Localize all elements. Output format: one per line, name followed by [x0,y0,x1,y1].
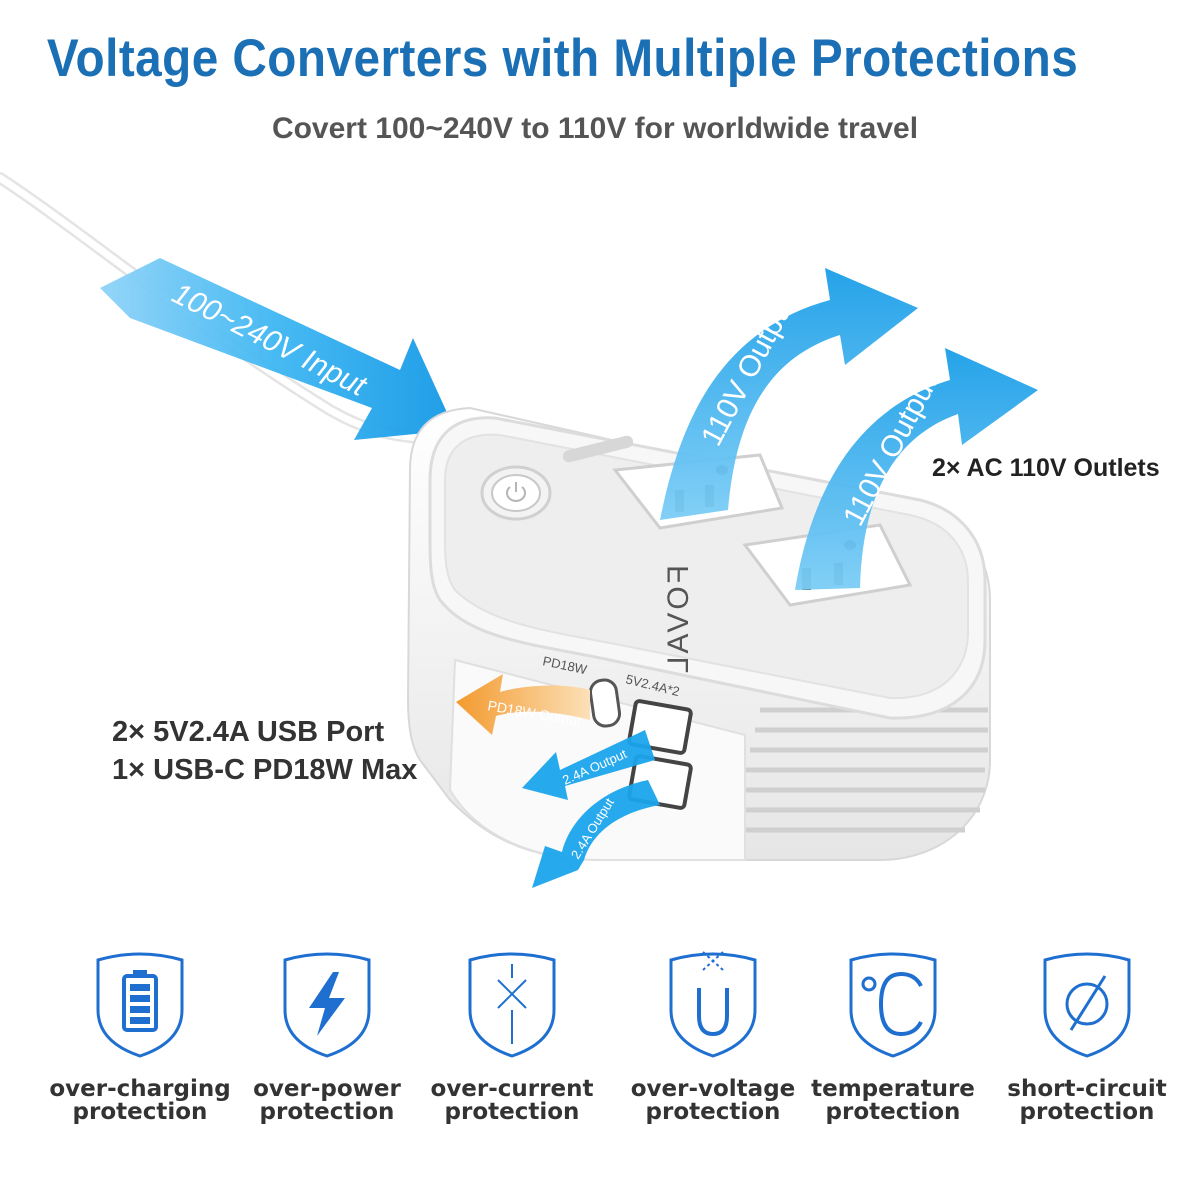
brand-logo: FOVAL [662,565,695,676]
lightning-icon [283,952,371,1058]
output-arrow-1-label: 110V Output [695,288,802,451]
magnet-icon [669,951,757,1058]
battery-icon [96,952,184,1058]
feature-temperature-line1: temperature [811,1076,975,1102]
celsius-icon [849,952,937,1058]
power-button [491,474,541,512]
usb-ports-callout: 2× 5V2.4A USB Port [112,716,385,748]
feature-over-current: over-current protection [412,950,612,1124]
feature-over-voltage-line1: over-voltage [630,1076,796,1102]
feature-over-power-line2: protection [259,1099,395,1125]
feature-temperature: temperature protection [793,950,993,1124]
short-circuit-icon [1043,952,1131,1058]
feature-over-current-line1: over-current [430,1076,594,1102]
feature-over-charging: over-charging protection [40,950,240,1124]
feature-over-current-line2: protection [444,1099,580,1125]
input-arrow: 100~240V Input [100,258,455,440]
ac-outlets-callout: 2× AC 110V Outlets [932,454,1160,482]
usbc-callout: 1× USB-C PD18W Max [112,754,418,786]
vent-ribs [745,707,988,833]
feature-over-charging-line1: over-charging [49,1076,231,1102]
feature-over-voltage: over-voltage protection [613,950,813,1124]
feature-over-power: over-power protection [227,950,427,1124]
usb-c-port [588,678,622,728]
feature-over-charging-line2: protection [72,1099,208,1125]
usb-callout: 2× 5V2.4A USB Port 1× USB-C PD18W Max [112,713,417,789]
feature-over-voltage-line2: protection [645,1099,781,1125]
feature-short-circuit-line1: short-circuit [1007,1076,1167,1102]
page-subtitle: Covert 100~240V to 110V for worldwide tr… [271,112,919,145]
feature-over-power-line1: over-power [253,1076,401,1102]
feature-short-circuit-line2: protection [1019,1099,1155,1125]
page-title: Voltage Converters with Multiple Protect… [46,29,1079,88]
current-icon [468,952,556,1058]
feature-short-circuit: short-circuit protection [987,950,1187,1124]
feature-temperature-line2: protection [825,1099,961,1125]
